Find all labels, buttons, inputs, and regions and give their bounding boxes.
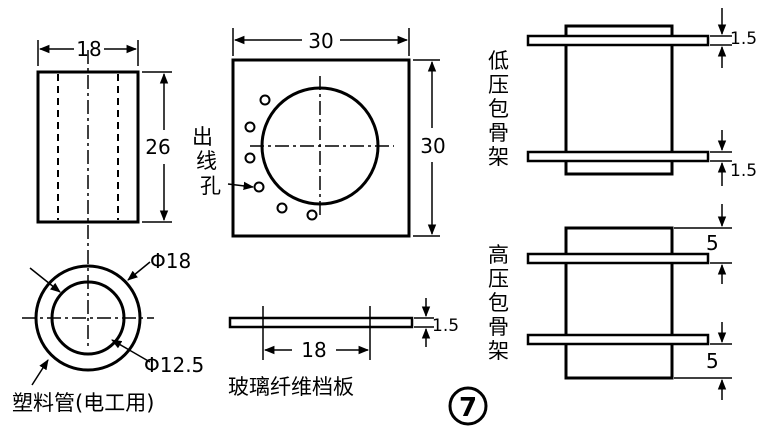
low-bobbin-bottom-dim: 1.5 — [730, 161, 757, 181]
low-bobbin-top-dim: 1.5 — [730, 29, 757, 49]
high-bobbin-label-char: 高 — [488, 243, 509, 267]
high-bobbin-label-char: 包 — [488, 291, 509, 315]
figure-number-badge: 7 — [448, 386, 488, 426]
tube-side-view — [36, 40, 172, 350]
plate-front-view — [227, 28, 440, 238]
plate-width-dim: 30 — [308, 29, 333, 53]
low-bobbin-label-char: 压 — [488, 73, 509, 97]
high-bobbin-label-char: 架 — [488, 339, 509, 363]
tube-height-dim: 26 — [145, 135, 170, 159]
tube-caption: 塑料管(电工用) — [12, 391, 154, 415]
lead-hole-label-char: 出 — [192, 125, 213, 149]
low-bobbin-label-char: 骨 — [488, 121, 509, 145]
plate-hole-spacing-dim: 18 — [301, 338, 326, 362]
low-bobbin-label: 低 压 包 骨 架 — [488, 49, 509, 169]
high-bobbin-top-dim: 5 — [706, 231, 719, 255]
lead-hole-label-char: 线 — [196, 149, 217, 173]
low-voltage-bobbin — [526, 8, 732, 186]
high-bobbin-label-char: 骨 — [488, 315, 509, 339]
low-bobbin-label-char: 架 — [488, 145, 509, 169]
tube-width-dim: 18 — [76, 37, 101, 61]
high-bobbin-label: 高 压 包 骨 架 — [488, 243, 509, 363]
plate-height-dim: 30 — [420, 134, 445, 158]
low-bobbin-label-char: 包 — [488, 97, 509, 121]
low-bobbin-label-char: 低 — [488, 49, 509, 73]
plate-caption: 玻璃纤维档板 — [228, 375, 354, 399]
tube-outer-diameter: Φ18 — [150, 249, 191, 273]
tube-end-view — [22, 261, 154, 386]
high-bobbin-bottom-dim: 5 — [706, 349, 719, 373]
lead-hole-label-char: 孔 — [200, 174, 221, 198]
figure-number: 7 — [459, 393, 477, 423]
high-voltage-bobbin — [526, 204, 732, 400]
plate-thickness-dim: 1.5 — [432, 316, 459, 336]
high-bobbin-label-char: 压 — [488, 267, 509, 291]
tube-inner-diameter: Φ12.5 — [144, 353, 204, 377]
lead-hole-label: 出 线 孔 — [192, 125, 221, 198]
plate-edge-view — [228, 298, 434, 360]
